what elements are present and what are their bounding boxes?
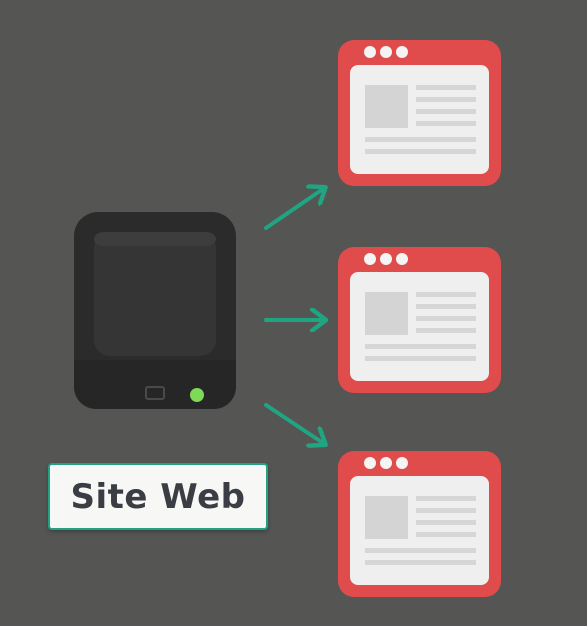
arrow-to-page-3 <box>264 403 323 443</box>
server-icon <box>74 212 236 409</box>
browser-window-icon <box>338 451 501 597</box>
server-status-light-icon <box>190 388 204 402</box>
site-label-box: Site Web <box>48 463 268 530</box>
browser-window-icon <box>338 40 501 186</box>
server-port-icon <box>145 386 165 400</box>
browser-window-icon <box>338 247 501 393</box>
site-label: Site Web <box>70 476 246 517</box>
arrow-to-page-1 <box>264 189 323 230</box>
